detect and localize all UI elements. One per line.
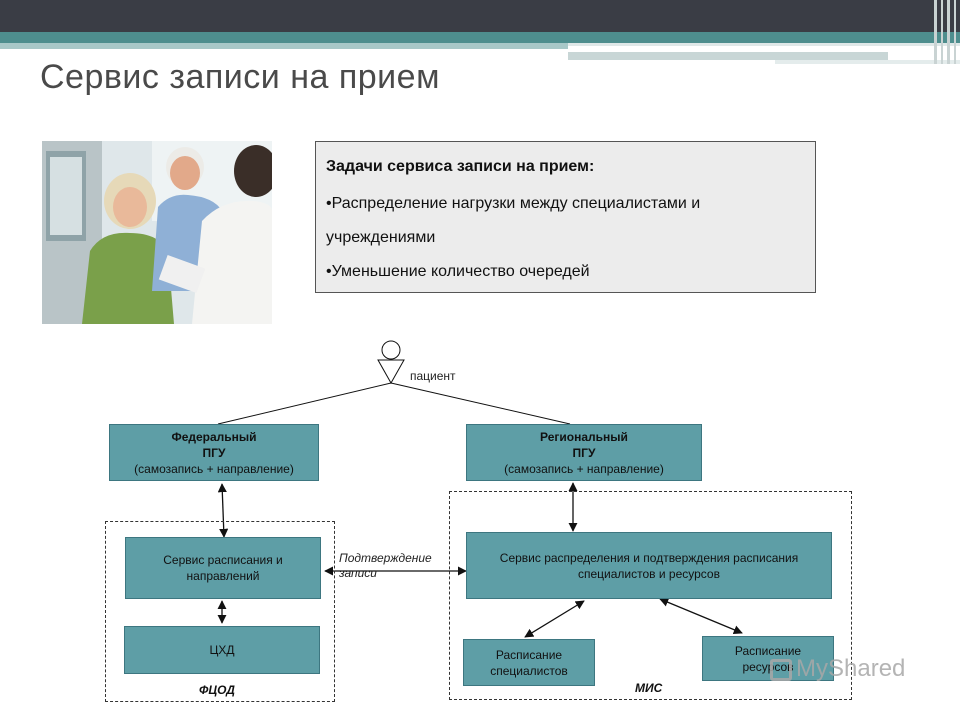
specialists-schedule-line2: специалистов bbox=[490, 663, 568, 678]
confirmation-label: Подтверждение записи bbox=[339, 551, 432, 581]
patient-to-regional-line bbox=[390, 382, 571, 425]
resources-schedule-line1: Расписание bbox=[734, 643, 802, 658]
schedule-service-line1: Сервис расписания и bbox=[163, 553, 283, 567]
confirmation-label-line1: Подтверждение bbox=[339, 551, 432, 565]
mis-label: МИС bbox=[635, 681, 663, 695]
federal-pgu-box: Федеральный ПГУ (самозапись + направлени… bbox=[109, 424, 319, 481]
tasks-box: Задачи сервиса записи на прием: •Распред… bbox=[315, 141, 816, 293]
top-bar bbox=[0, 0, 960, 32]
top-light-band-right-bottom bbox=[775, 60, 960, 64]
schedule-service-box: Сервис расписания и направлений bbox=[125, 537, 321, 599]
federal-pgu-note: (самозапись + направление) bbox=[134, 461, 294, 476]
fcod-label: ФЦОД bbox=[199, 683, 235, 697]
schedule-service-line2: направлений bbox=[186, 569, 260, 583]
top-light-band bbox=[0, 43, 568, 49]
watermark-logo-icon bbox=[770, 658, 792, 681]
slide-title: Сервис записи на прием bbox=[40, 58, 440, 96]
patient-to-federal-line bbox=[217, 382, 392, 425]
watermark-text: MyShared bbox=[796, 655, 906, 682]
regional-pgu-note: (самозапись + направление) bbox=[504, 461, 664, 476]
top-accent-band bbox=[0, 32, 960, 43]
regional-pgu-box: Региональный ПГУ (самозапись + направлен… bbox=[466, 424, 702, 481]
distribution-service-line2: специалистов и ресурсов bbox=[578, 566, 720, 581]
cxd-label: ЦХД bbox=[209, 643, 235, 657]
tasks-heading: Задачи сервиса записи на прием: bbox=[326, 158, 595, 175]
federal-to-schedule-arrow bbox=[217, 483, 229, 538]
patient-actor-body bbox=[377, 359, 405, 385]
distribution-to-resources-arrow bbox=[659, 597, 743, 635]
cxd-box: ЦХД bbox=[124, 626, 320, 674]
corner-stripes bbox=[932, 0, 960, 64]
regional-pgu-subtitle: ПГУ bbox=[572, 445, 596, 460]
mis-group bbox=[449, 491, 852, 700]
confirmation-label-line2: записи bbox=[339, 566, 377, 580]
patients-doctor-photo bbox=[42, 141, 272, 324]
distribution-service-box: Сервис распределения и подтверждения рас… bbox=[466, 532, 832, 599]
watermark: MyShared bbox=[770, 655, 905, 683]
task-item: учреждениями bbox=[326, 229, 436, 246]
federal-pgu-subtitle: ПГУ bbox=[202, 445, 226, 460]
task-item: •Распределение нагрузки между специалист… bbox=[326, 195, 701, 212]
patient-actor-head bbox=[381, 340, 401, 360]
resources-schedule-line2: ресурсов bbox=[742, 659, 794, 674]
task-item: •Уменьшение количество очередей bbox=[326, 263, 590, 280]
top-light-band-right-lower bbox=[568, 52, 888, 60]
fcod-group bbox=[105, 521, 335, 702]
distribution-to-specialists-arrow bbox=[524, 600, 585, 638]
resources-schedule-box: Расписание ресурсов bbox=[702, 636, 834, 681]
distribution-service-line1: Сервис распределения и подтверждения рас… bbox=[499, 550, 799, 565]
specialists-schedule-line1: Расписание bbox=[495, 647, 563, 662]
federal-pgu-title: Федеральный bbox=[171, 429, 257, 444]
top-light-band-right bbox=[568, 43, 960, 46]
specialists-schedule-box: Расписание специалистов bbox=[463, 639, 595, 686]
regional-pgu-title: Региональный bbox=[540, 429, 628, 444]
patient-label: пациент bbox=[410, 369, 456, 383]
